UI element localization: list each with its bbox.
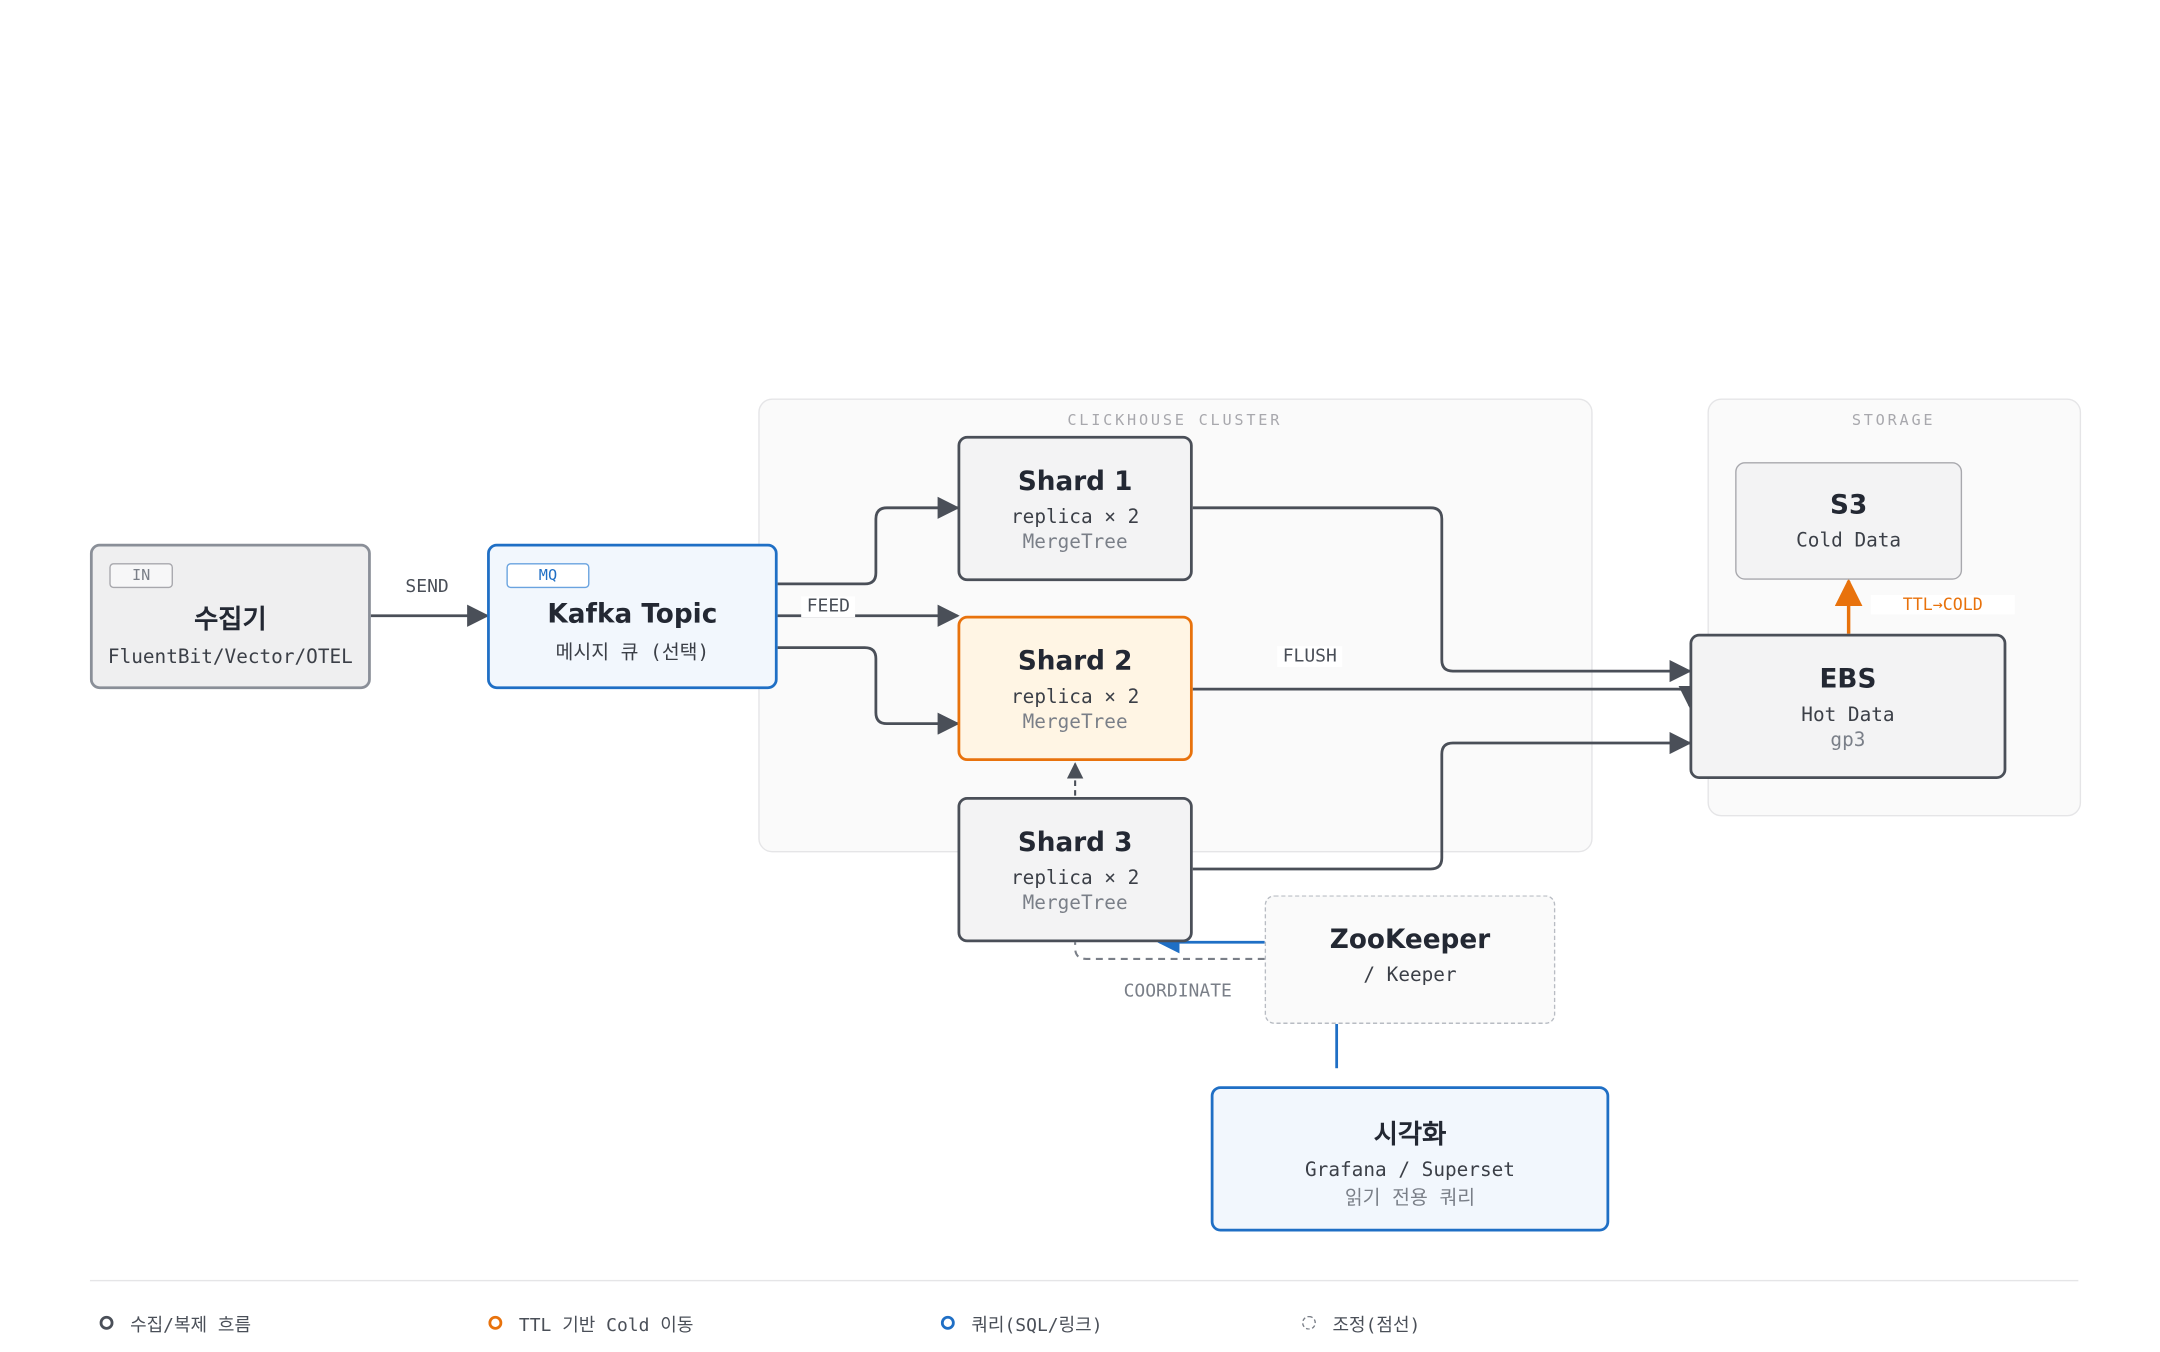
edge-label-coordinate: COORDINATE (1123, 981, 1232, 1002)
s3-title: S3 (1830, 489, 1868, 521)
legend-label-query: 쿼리(SQL/링크) (971, 1315, 1103, 1336)
shard3-node[interactable]: Shard 3 replica × 2 MergeTree (957, 797, 1193, 943)
legend-label-ingest: 수집/복제 흐름 (130, 1315, 252, 1336)
edge-label-send: SEND (399, 577, 455, 598)
shard1-node[interactable]: Shard 1 replica × 2 MergeTree (957, 435, 1193, 582)
visualization-title: 시각화 (1373, 1119, 1447, 1150)
collector-node[interactable]: IN 수집기 FluentBit/Vector/OTEL (89, 543, 371, 690)
edge-coordinate (1074, 942, 1265, 960)
legend-divider (89, 1279, 2079, 1282)
s3-subtitle: Cold Data (1796, 529, 1902, 553)
clickhouse-cluster-title: CLICKHOUSE CLUSTER (993, 410, 1357, 436)
visualization-node[interactable]: 시각화 Grafana / Superset 읽기 전용 쿼리 (1210, 1086, 1610, 1232)
shard2-engine: MergeTree (1022, 711, 1128, 734)
collector-badge: IN (109, 563, 173, 589)
visualization-tools: Grafana / Superset (1305, 1159, 1515, 1182)
edge-shard2-ebs (1192, 685, 1701, 708)
ebs-node[interactable]: EBS Hot Data gp3 (1689, 633, 2007, 780)
edge-kafka-shard1 (777, 496, 960, 586)
shard2-node[interactable]: Shard 2 replica × 2 MergeTree (957, 615, 1193, 762)
shard2-replica: replica × 2 (1010, 686, 1140, 709)
legend-item-coordinate: 조정(점선) (1302, 1309, 1420, 1337)
ebs-volume-type: gp3 (1830, 729, 1866, 752)
legend-circle-icon (488, 1315, 503, 1330)
legend-circle-icon (99, 1315, 114, 1330)
kafka-subtitle: 메시지 큐 (선택) (555, 642, 710, 665)
legend-label-coordinate: 조정(점선) (1332, 1315, 1421, 1336)
edge-label-ttl: TTL→COLD (1870, 594, 2015, 615)
legend-circle-icon (940, 1315, 955, 1330)
shard1-replica: replica × 2 (1010, 506, 1140, 529)
kafka-badge: MQ (506, 563, 590, 589)
ebs-subtitle: Hot Data (1801, 704, 1895, 727)
zookeeper-subtitle: / Keeper (1363, 964, 1457, 987)
legend-dashed-circle-icon (1302, 1315, 1316, 1330)
storage-title: STORAGE (1798, 410, 1989, 436)
kafka-node[interactable]: MQ Kafka Topic 메시지 큐 (선택) (487, 543, 778, 690)
shard3-replica: replica × 2 (1010, 867, 1140, 890)
shard1-engine: MergeTree (1022, 531, 1128, 554)
zookeeper-title: ZooKeeper (1329, 924, 1491, 955)
shard3-title: Shard 3 (1017, 827, 1133, 858)
edge-shard1-ebs (1192, 506, 1692, 683)
legend-item-ttl: TTL 기반 Cold 이동 (488, 1309, 693, 1337)
s3-node[interactable]: S3 Cold Data (1735, 462, 1963, 580)
edge-label-feed: FEED (801, 596, 856, 618)
edge-label-flush: FLUSH (1277, 646, 1343, 667)
collector-subtitle: FluentBit/Vector/OTEL (107, 646, 353, 669)
zookeeper-node[interactable]: ZooKeeper / Keeper (1264, 895, 1556, 1024)
kafka-title: Kafka Topic (547, 599, 718, 630)
legend-item-ingest: 수집/복제 흐름 (99, 1309, 252, 1337)
collector-title: 수집기 (194, 604, 267, 636)
shard2-title: Shard 2 (1017, 646, 1133, 677)
shard1-title: Shard 1 (1017, 466, 1133, 497)
legend-item-query: 쿼리(SQL/링크) (940, 1309, 1103, 1337)
edge-shard3-ebs (1192, 731, 1692, 871)
shard3-engine: MergeTree (1022, 892, 1128, 915)
edge-kafka-shard3 (777, 646, 960, 735)
visualization-mode: 읽기 전용 쿼리 (1344, 1187, 1476, 1210)
ebs-title: EBS (1819, 664, 1877, 695)
legend-label-ttl: TTL 기반 Cold 이동 (518, 1315, 694, 1336)
